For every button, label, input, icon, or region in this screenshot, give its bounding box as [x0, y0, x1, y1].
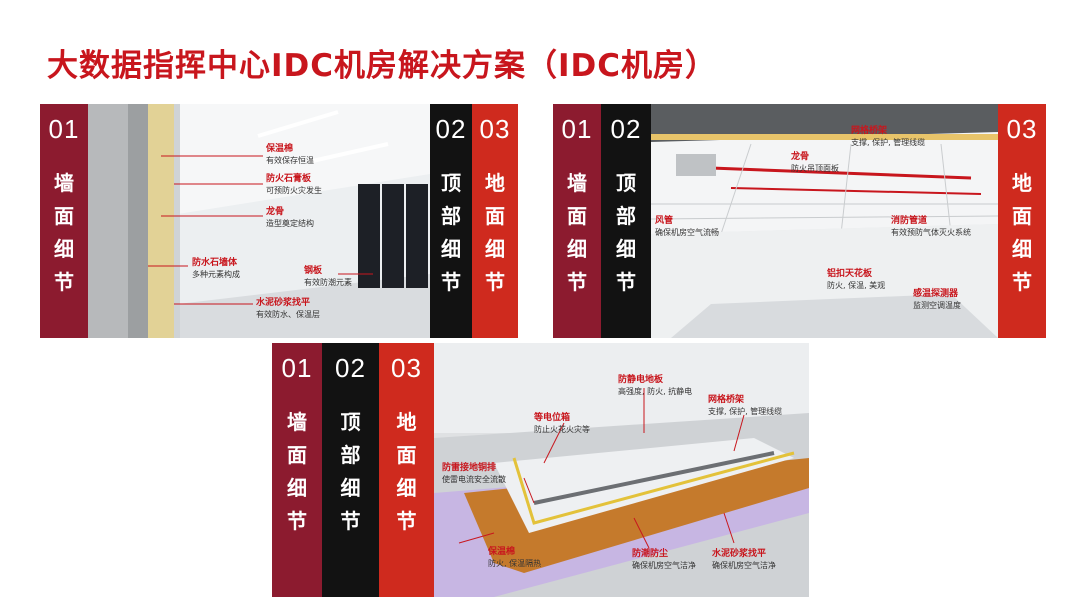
- tab-label: 地面细节: [1012, 171, 1032, 294]
- callout-lightning-copper-bar: 防雷接地铜排使雷电流安全流散: [442, 463, 506, 484]
- callout-insulation: 保温棉防火, 保温隔热: [488, 547, 542, 568]
- tab-label: 顶部细节: [616, 171, 636, 294]
- tab-top-detail[interactable]: 02 顶部细节: [322, 343, 379, 597]
- tab-label: 墙面细节: [54, 171, 74, 294]
- callout-temp-detector: 感温探测器监测空调温度: [913, 289, 961, 310]
- tab-number: 03: [391, 353, 422, 383]
- top-detail-photo: 网格桥架支撑, 保护, 管理线缆 龙骨防火吊顶面板 风管确保机房空气流畅 消防管…: [651, 104, 998, 338]
- tab-floor-detail[interactable]: 03 地面细节: [472, 104, 518, 338]
- tab-top-detail[interactable]: 02 顶部细节: [430, 104, 472, 338]
- tab-number: 01: [281, 353, 313, 383]
- callout-equipotential-box: 等电位箱防止火花火灾等: [534, 413, 590, 434]
- tab-number: 01: [48, 114, 80, 144]
- wall-detail-photo: 保温棉有效保存恒温 防火石膏板可预防火灾发生 龙骨造型奠定结构 防水石墙体多种元…: [88, 104, 430, 338]
- callout-cable-tray: 网格桥架支撑, 保护, 管理线缆: [851, 126, 926, 147]
- callout-cable-tray: 网格桥架支撑, 保护, 管理线缆: [708, 395, 783, 416]
- callout-cement-leveling: 水泥砂浆找平确保机房空气洁净: [712, 549, 776, 570]
- tab-wall-detail[interactable]: 01 墙面细节: [272, 343, 322, 597]
- tab-label: 墙面细节: [287, 410, 307, 533]
- callout-fire-gypsum: 防火石膏板可预防火灾发生: [266, 174, 322, 195]
- tab-number: 03: [1006, 114, 1038, 144]
- callout-air-duct: 风管确保机房空气流畅: [655, 216, 719, 237]
- callout-moisture-dust: 防潮防尘确保机房空气洁净: [632, 549, 696, 570]
- tab-wall-detail[interactable]: 01 墙面细节: [40, 104, 88, 338]
- callout-fire-pipe: 消防管道有效预防气体灭火系统: [891, 216, 971, 237]
- tab-number: 03: [479, 114, 511, 144]
- callout-aluminum-ceiling: 铝扣天花板防火, 保温, 美观: [827, 269, 886, 290]
- tab-floor-detail[interactable]: 03 地面细节: [379, 343, 434, 597]
- page-title: 大数据指挥中心IDC机房解决方案（IDC机房）: [47, 48, 718, 84]
- floor-detail-photo: 防静电地板高强度, 防火, 抗静电 网格桥架支撑, 保护, 管理线缆 等电位箱防…: [434, 343, 809, 597]
- tab-label: 顶部细节: [340, 410, 361, 533]
- tab-number: 02: [435, 114, 467, 144]
- callout-steel-plate: 钢板有效防潮元素: [304, 266, 352, 287]
- panel-floor-detail: 01 墙面细节 02 顶部细节 03 地面细节: [272, 343, 809, 597]
- callout-cement-leveling: 水泥砂浆找平有效防水、保温层: [256, 298, 320, 319]
- tab-floor-detail[interactable]: 03 地面细节: [998, 104, 1046, 338]
- tab-number: 01: [561, 114, 593, 144]
- tab-number: 02: [610, 114, 642, 144]
- callout-insulation: 保温棉有效保存恒温: [266, 144, 314, 165]
- tab-label: 墙面细节: [567, 171, 587, 294]
- panel-wall-detail: 01 墙面细节 保温棉有效保存恒温: [40, 104, 518, 338]
- callout-keel: 龙骨防火吊顶面板: [791, 152, 839, 173]
- tab-number: 02: [335, 353, 366, 383]
- tab-wall-detail[interactable]: 01 墙面细节: [553, 104, 601, 338]
- panel-top-detail: 01 墙面细节 02 顶部细节 网格桥架支撑, 保护, 管理线缆: [553, 104, 1046, 338]
- callout-waterproof-wall: 防水石墙体多种元素构成: [192, 258, 240, 279]
- tab-label: 地面细节: [396, 410, 417, 533]
- callout-antistatic-floor: 防静电地板高强度, 防火, 抗静电: [618, 375, 693, 396]
- tab-label: 顶部细节: [441, 171, 461, 294]
- tab-top-detail[interactable]: 02 顶部细节: [601, 104, 651, 338]
- tab-label: 地面细节: [485, 171, 505, 294]
- callout-keel: 龙骨造型奠定结构: [266, 207, 314, 228]
